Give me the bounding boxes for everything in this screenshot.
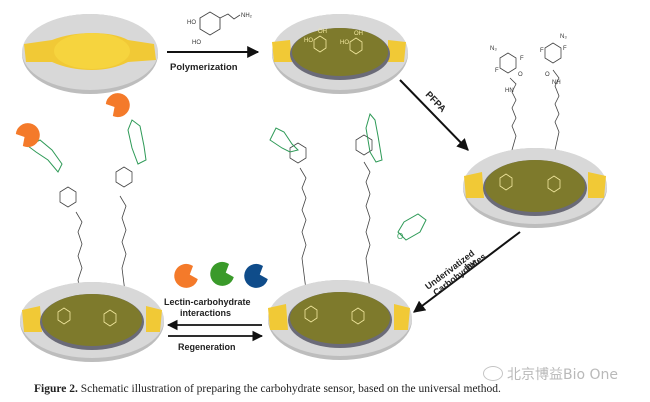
caption-label: Figure 2.: [34, 383, 78, 395]
f-label: F: [495, 68, 499, 74]
sensor-polydopamine: OH HO OH HO: [272, 14, 408, 94]
o-label: O: [545, 72, 550, 78]
carbohydrate-linkers-sensor4: [289, 134, 373, 291]
hn-label: HN: [505, 88, 514, 94]
polydopamine-layer: [292, 28, 388, 76]
nh2-label: NH₂: [241, 13, 253, 19]
oh-label: OH: [354, 31, 363, 37]
ho-label: HO: [304, 38, 313, 44]
caption-text: Schematic illustration of preparing the …: [77, 383, 501, 395]
free-carbohydrate: [397, 213, 427, 241]
watermark: 北京博益Bio One: [483, 364, 618, 384]
f-label: F: [563, 46, 567, 52]
ho-label: HO: [192, 40, 201, 46]
sensor-carbohydrate-functionalized: [268, 280, 412, 360]
sensor-bare-electrode: [22, 14, 158, 94]
sensor-pfpa-functionalized: [463, 148, 607, 228]
watermark-text: 北京博益Bio One: [507, 367, 619, 383]
f-label: F: [520, 56, 524, 62]
polymerization-label: Polymerization: [170, 62, 238, 73]
o-label: O: [518, 72, 523, 78]
lectin-interactions-label-2: interactions: [180, 308, 231, 318]
oh-label: OH: [318, 29, 327, 35]
bound-lectin-orange-icon: [15, 123, 40, 148]
ho-label: HO: [340, 40, 349, 46]
lectin-interactions-label-1: Lectin-carbohydrate: [164, 297, 251, 307]
f-label: F: [540, 48, 544, 54]
wechat-icon: [483, 366, 503, 381]
lectin-orange-icon: [174, 263, 198, 288]
figure-caption: Figure 2. Schematic illustration of prep…: [34, 383, 501, 395]
nh-label: NH: [552, 80, 561, 86]
lectin-group: [174, 261, 268, 288]
bound-carbohydrates-sensor5: [27, 119, 147, 173]
lectin-blue-icon: [244, 263, 268, 288]
pfpa-arrow: [399, 79, 469, 151]
pfpa-label: PFPA: [423, 89, 448, 114]
n3-label: N₃: [560, 34, 567, 40]
ho-label: HO: [187, 20, 196, 26]
lectin-green-icon: [210, 261, 234, 286]
o-label: O: [397, 232, 403, 241]
bound-lectin-orange-icon: [105, 93, 130, 118]
regeneration-label: Regeneration: [178, 342, 236, 352]
n3-label: N₃: [490, 46, 497, 52]
sensor-lectin-bound: [20, 282, 164, 362]
bound-carbohydrates-sensor4: [269, 112, 383, 163]
photocoupling-arrow: [413, 231, 521, 313]
dopamine-molecule: NH₂ HO HO: [187, 11, 253, 46]
pfpa-linker-molecules: [499, 42, 562, 159]
lectin-bound-linkers: [59, 166, 133, 301]
